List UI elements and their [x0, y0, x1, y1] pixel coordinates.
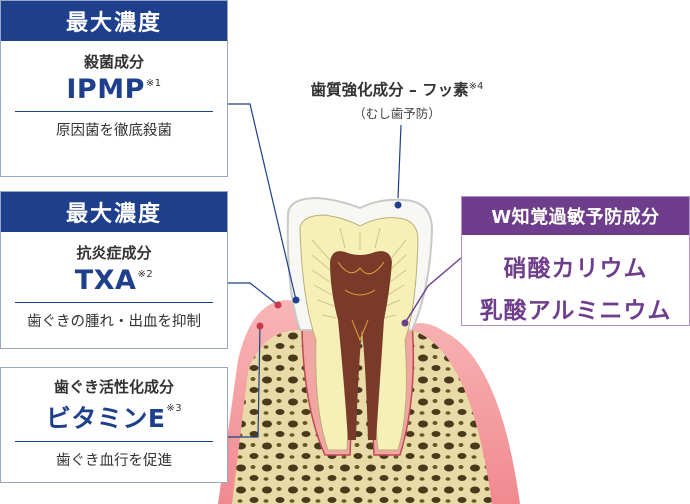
max-concentration-badge: 最大濃度 [1, 1, 227, 41]
fluoride-leader [397, 124, 402, 199]
leader-lines [228, 103, 297, 438]
jaw-bone [232, 330, 492, 504]
ingredient-name: ビタミンE※3 [45, 403, 183, 433]
ingredient-name: TXA※2 [74, 265, 154, 296]
ingredient-type: 抗炎症成分 [76, 244, 152, 262]
sensitivity-box: W知覚過敏予防成分 硝酸カリウム 乳酸アルミニウム [461, 196, 690, 326]
fluoride-title: 歯質強化成分 – フッ素※4 [310, 80, 484, 99]
footnote-mark: ※4 [468, 80, 484, 92]
footnote-mark: ※1 [145, 78, 162, 89]
ingredient-name: IPMP※1 [66, 74, 162, 105]
pulp-nerves [337, 261, 385, 342]
ingredient-effect: 原因菌を徹底殺菌 [56, 123, 172, 139]
max-concentration-badge: 最大濃度 [1, 192, 227, 232]
footnote-mark: ※3 [166, 403, 183, 414]
fluoride-subtitle: （むし歯予防） [353, 106, 441, 121]
ipmp-box: 最大濃度 殺菌成分 IPMP※1 原因菌を徹底殺菌 [0, 0, 228, 177]
dentin-lines [311, 227, 407, 319]
sensitivity-header: W知覚過敏予防成分 [462, 197, 689, 235]
footnote-mark: ※2 [137, 269, 154, 280]
ingredient-effect: 歯ぐきの腫れ・出血を抑制 [27, 314, 201, 330]
ingredient-effect: 歯ぐき血行を促進 [56, 453, 172, 469]
ingredient-type: 歯ぐき活性化成分 [53, 378, 174, 396]
ingredient-aluminum-lactate: 乳酸アルミニウム [479, 298, 672, 324]
ingredient-potassium-nitrate: 硝酸カリウム [503, 256, 648, 282]
fluoride-label: 歯質強化成分 – フッ素※4 （むし歯予防） [272, 78, 522, 122]
ingredient-type: 殺菌成分 [83, 53, 144, 71]
txa-box: 最大濃度 抗炎症成分 TXA※2 歯ぐきの腫れ・出血を抑制 [0, 191, 228, 349]
sensitivity-leader [404, 257, 462, 324]
vitamin-e-box: 歯ぐき活性化成分 ビタミンE※3 歯ぐき血行を促進 [0, 367, 228, 483]
tooth-pulp [330, 251, 392, 440]
